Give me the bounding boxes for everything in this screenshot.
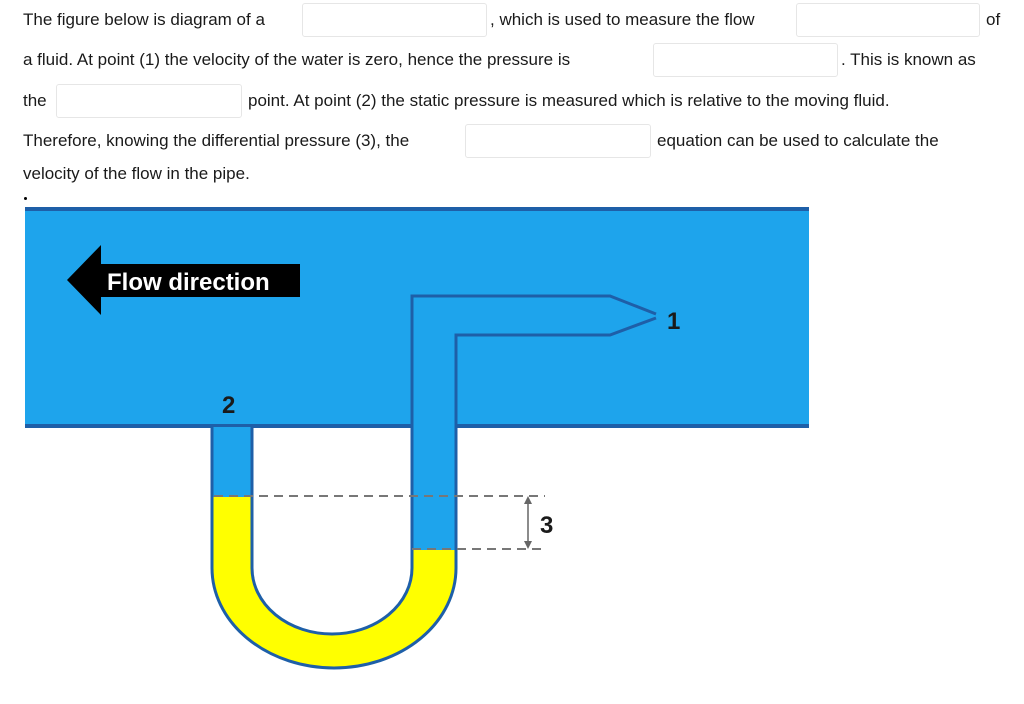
question-text-line4-part2: equation can be used to calculate the [657,131,939,150]
flow-direction-label: Flow direction [107,269,270,296]
question-text-line1-part3: of [986,10,1001,29]
answer-blank-1[interactable] [302,3,487,37]
pipe-top-wall [25,207,809,211]
answer-blank-2[interactable] [796,3,980,37]
question-text-line2-part2: . This is known as [841,50,976,69]
answer-blank-3[interactable] [653,43,838,77]
differential-arrowhead-down [524,541,532,549]
manometer-tube-outline-outer [210,316,657,670]
differential-arrowhead-up [524,496,532,504]
answer-blank-4[interactable] [56,84,242,118]
stray-dot [24,197,27,200]
question-text-line3-part2: point. At point (2) the static pressure … [248,91,890,110]
point-2-label: 2 [222,392,235,419]
point-1-label: 1 [667,308,680,335]
question-text-line3-part1: the [23,91,47,110]
question-text-line4-part1: Therefore, knowing the differential pres… [23,131,410,150]
question-text-line1-part1: The figure below is diagram of a [23,10,265,29]
manometer-tube-outer [212,302,656,668]
manometer-fluid [212,497,456,668]
point-3-label: 3 [540,512,553,539]
flow-direction-arrow-icon: Flow direction [67,245,300,315]
question-text-line2-part1: a fluid. At point (1) the velocity of th… [23,50,571,69]
question-text-line5: velocity of the flow in the pipe. [23,164,250,183]
manometer-tube-outline-inner [250,294,657,636]
level-lines [214,495,545,550]
answer-blank-5[interactable] [465,124,651,158]
u-tube-manometer-icon [210,294,657,670]
question-text-line1-part2: , which is used to measure the flow [490,10,755,29]
